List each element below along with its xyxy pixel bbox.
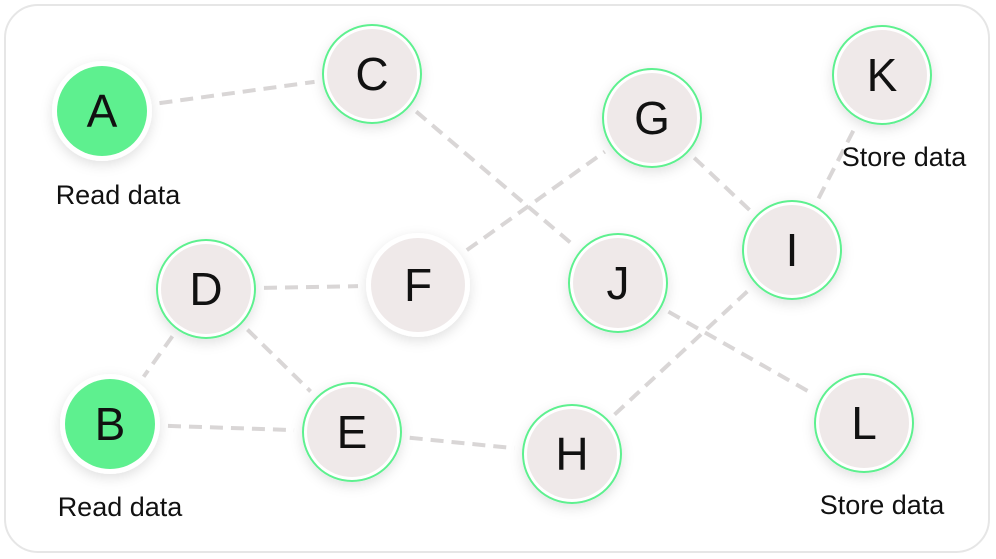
node-i[interactable]: I bbox=[742, 200, 842, 300]
edge-e-h bbox=[409, 435, 515, 451]
node-a[interactable]: A bbox=[52, 61, 152, 161]
node-fill bbox=[57, 66, 147, 156]
node-ring bbox=[322, 24, 422, 124]
edge-d-f bbox=[263, 284, 359, 290]
node-fill bbox=[527, 409, 617, 499]
node-d[interactable]: D bbox=[156, 239, 256, 339]
node-label: J bbox=[607, 257, 630, 309]
node-k[interactable]: K bbox=[832, 25, 932, 125]
node-label: G bbox=[634, 92, 670, 144]
edge-d-e bbox=[246, 328, 312, 393]
edge-f-g bbox=[465, 150, 606, 252]
node-fill bbox=[371, 238, 465, 332]
node-fill bbox=[819, 378, 909, 468]
node-fill bbox=[65, 379, 155, 469]
node-h[interactable]: H bbox=[522, 404, 622, 504]
node-e[interactable]: E bbox=[302, 382, 402, 482]
edge-d-b bbox=[141, 335, 175, 378]
node-f[interactable]: F bbox=[366, 233, 470, 337]
node-ring bbox=[602, 68, 702, 168]
node-label: L bbox=[851, 397, 877, 449]
edge-c-j bbox=[414, 110, 576, 247]
node-label: A bbox=[87, 85, 118, 137]
node-label: I bbox=[786, 224, 799, 276]
node-caption-k: Store data bbox=[842, 142, 968, 172]
node-l[interactable]: L bbox=[814, 373, 914, 473]
node-label: H bbox=[555, 428, 588, 480]
node-ring bbox=[302, 382, 402, 482]
node-label: B bbox=[95, 398, 126, 450]
node-fill bbox=[573, 238, 663, 328]
edge-j-l bbox=[667, 309, 815, 397]
node-g[interactable]: G bbox=[602, 68, 702, 168]
edge-g-i bbox=[692, 156, 752, 212]
node-fill bbox=[161, 244, 251, 334]
edge-i-k bbox=[816, 125, 858, 200]
node-label: E bbox=[337, 406, 368, 458]
node-caption-l: Store data bbox=[820, 490, 946, 520]
node-fill bbox=[307, 387, 397, 477]
node-ring bbox=[522, 404, 622, 504]
node-fill bbox=[327, 29, 417, 119]
node-label: F bbox=[404, 259, 432, 311]
edge-b-e bbox=[167, 423, 295, 433]
node-label: D bbox=[189, 263, 222, 315]
node-fill bbox=[747, 205, 837, 295]
node-layer: A B C D E F G H I J K L bbox=[52, 24, 932, 504]
node-caption-b: Read data bbox=[58, 492, 184, 522]
node-b[interactable]: B bbox=[60, 374, 160, 474]
edge-layer bbox=[141, 79, 858, 451]
edge-h-i bbox=[613, 287, 751, 417]
node-ring bbox=[742, 200, 842, 300]
node-c[interactable]: C bbox=[322, 24, 422, 124]
edge-a-c bbox=[159, 79, 315, 106]
node-j[interactable]: J bbox=[568, 233, 668, 333]
node-ring bbox=[832, 25, 932, 125]
node-caption-a: Read data bbox=[56, 180, 182, 210]
node-ring bbox=[568, 233, 668, 333]
node-fill bbox=[607, 73, 697, 163]
node-label: C bbox=[355, 48, 388, 100]
node-fill bbox=[837, 30, 927, 120]
node-ring bbox=[156, 239, 256, 339]
node-ring bbox=[814, 373, 914, 473]
node-label: K bbox=[867, 49, 898, 101]
